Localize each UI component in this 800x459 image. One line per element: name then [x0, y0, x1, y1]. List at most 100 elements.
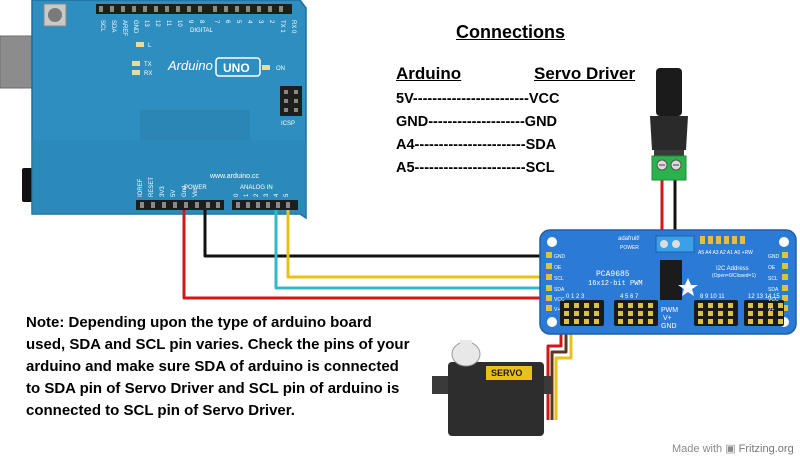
screw-terminal: [651, 155, 687, 181]
arduino-bottom-pin-label: 4: [274, 193, 280, 197]
driver-left-pin-label: VCC: [554, 297, 565, 303]
driver-power-label: POWER: [620, 245, 639, 251]
driver-i2c-label: I2C Address: [716, 266, 749, 272]
arduino-top-pin-label: GND: [132, 20, 138, 34]
driver-left-pin-label: V+: [554, 307, 560, 313]
pwm-pin: [728, 303, 733, 308]
attribution-brand: Fritzing.org: [738, 443, 794, 455]
pwm-pin: [758, 311, 763, 316]
pwm-pin: [628, 319, 633, 324]
pwm-pin: [768, 319, 773, 324]
driver-left-pin-label: OE: [554, 265, 562, 271]
pwm-pin: [718, 311, 723, 316]
pwm-pin: [594, 319, 599, 324]
servo-motor: [432, 340, 552, 436]
driver-channel-group-label: 12 13 14 15: [748, 294, 780, 300]
fritzing-logo-icon: ▣: [725, 443, 736, 455]
pwm-pin: [628, 311, 633, 316]
pwm-pin: [584, 319, 589, 324]
arduino-top-pin-label: 5: [235, 20, 241, 24]
pwm-pin: [584, 303, 589, 308]
servo-driver-board: [539, 229, 797, 335]
driver-left-pin-label: SCL: [554, 276, 564, 282]
dc-power-jack: [650, 68, 688, 168]
pwm-pin: [778, 303, 783, 308]
col-servo-driver-heading: Servo Driver: [534, 64, 636, 83]
pwm-pin: [648, 303, 653, 308]
connection-row-a5: A5-----------------------SCL: [396, 160, 555, 176]
arduino-top-pin-label: 12: [154, 20, 160, 27]
driver-chip-label: PCA9685: [596, 270, 630, 279]
arduino-website: www.arduino.cc: [209, 173, 260, 180]
note-line: Note: Depending upon the type of arduino…: [26, 314, 372, 331]
arduino-top-pin-label: 6: [224, 20, 230, 24]
driver-right-pin-label: GND: [768, 254, 780, 260]
pwm-pin: [748, 311, 753, 316]
wire-a5-scl: [286, 210, 546, 279]
connection-row-a4: A4-----------------------SDA: [396, 137, 557, 153]
driver-right-pin-label: OE: [768, 265, 776, 271]
arduino-bottom-pin-label: 5: [284, 193, 290, 197]
pwm-pin: [708, 311, 713, 316]
arduino-top-pin-label: 7: [213, 20, 219, 24]
arduino-top-pin-label: 3: [257, 20, 263, 24]
driver-left-pin-label: GND: [554, 254, 566, 260]
pwm-pin: [564, 311, 569, 316]
arduino-top-pin-label: AREF: [121, 20, 127, 36]
pwm-pin: [618, 319, 623, 324]
arduino-bottom-pin-label: IOREF: [138, 178, 144, 197]
arduino-power-label: POWER: [184, 185, 207, 191]
arduino-top-pin-label: SCL: [99, 20, 105, 32]
pwm-pin: [758, 319, 763, 324]
pwm-pin: [758, 303, 763, 308]
driver-vplus-label: V+: [663, 315, 672, 322]
col-arduino-heading: Arduino: [396, 64, 462, 83]
arduino-bottom-pin-label: 3: [264, 193, 270, 197]
pwm-pin: [708, 303, 713, 308]
pwm-pin: [618, 311, 623, 316]
arduino-top-pin-label: SDA: [110, 20, 116, 32]
note-line: to SDA pin of Servo Driver and SCL pin o…: [26, 380, 400, 397]
arduino-bottom-pin-label: 0: [234, 193, 240, 197]
driver-brand: adafruit!: [618, 236, 640, 242]
pwm-pin: [574, 311, 579, 316]
wire-gnd-gnd: [203, 210, 546, 258]
pwm-channel-headers: [560, 300, 784, 326]
pwm-pin: [778, 319, 783, 324]
pwm-pin: [768, 303, 773, 308]
arduino-top-pin-label: 10: [176, 20, 182, 27]
arduino-top-pin-label: 4: [246, 20, 252, 24]
servo-label: SERVO: [491, 368, 522, 378]
pwm-pin: [638, 303, 643, 308]
driver-left-pin-label: SDA: [554, 287, 565, 293]
arduino-digital-label: DIGITAL: [190, 28, 214, 34]
led-label-l: L: [148, 43, 152, 49]
wire-5v-vcc: [182, 210, 546, 300]
arduino-icsp-label: ICSP: [281, 121, 295, 127]
driver-right-pin-label: VCC: [768, 297, 779, 303]
arduino-bottom-pin-label: 2: [254, 193, 260, 197]
pwm-pin: [698, 319, 703, 324]
driver-left-pin-labels: GND OE SCL SDA VCC V+: [554, 254, 566, 313]
arduino-top-pin-label: RX 0: [290, 20, 296, 34]
connection-row-5v: 5V------------------------VCC: [396, 91, 560, 107]
pwm-pin: [748, 319, 753, 324]
pwm-pin: [648, 319, 653, 324]
pwm-pin: [728, 319, 733, 324]
driver-right-pin-label: V+: [768, 307, 774, 313]
pwm-pin: [698, 311, 703, 316]
uno-badge: [215, 57, 261, 77]
icsp-header: [280, 86, 302, 116]
driver-pwm-label: PWM: [661, 307, 678, 314]
driver-channel-group-label: 0 1 2 3: [566, 294, 585, 300]
note-line: arduino and make sure SDA of arduino is …: [26, 358, 399, 375]
fritzing-attribution[interactable]: Made with ▣ Fritzing.org: [672, 442, 794, 455]
driver-gnd-label: GND: [661, 323, 677, 330]
arduino-top-pin-label: 13: [143, 20, 149, 27]
note-line: used, SDA and SCL pin varies. Check the …: [26, 336, 410, 353]
pwm-pin: [768, 311, 773, 316]
led-label-tx: TX: [144, 62, 152, 68]
